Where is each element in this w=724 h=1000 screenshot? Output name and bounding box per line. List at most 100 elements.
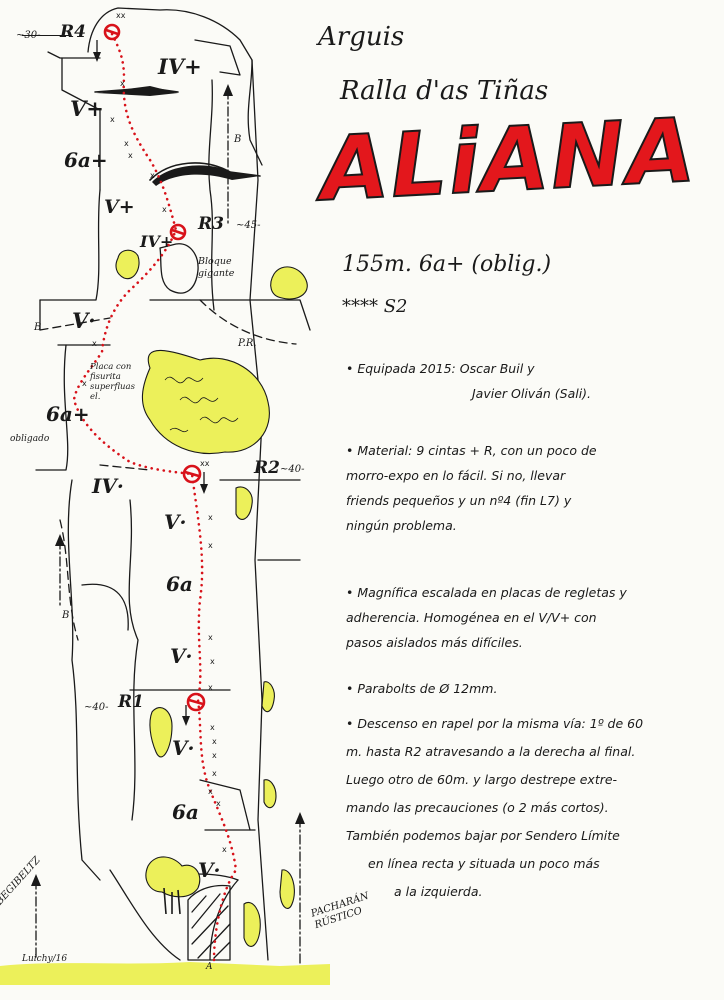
bush	[243, 902, 261, 947]
bush	[279, 869, 295, 909]
grade-label: IV+	[158, 54, 202, 79]
rock-outline	[149, 299, 311, 331]
rock-outline	[209, 879, 239, 961]
rock-outline	[39, 189, 101, 301]
rock-outline	[208, 79, 215, 311]
bush	[235, 486, 253, 520]
svg-text:x: x	[208, 513, 213, 522]
svg-text:x: x	[162, 205, 167, 214]
svg-text:x: x	[128, 151, 133, 160]
svg-text:x: x	[208, 683, 213, 692]
grade-label: V·	[164, 510, 187, 534]
rock-outline	[194, 39, 241, 76]
belay-label-r1: R1	[118, 692, 144, 712]
ledge-line	[39, 317, 111, 331]
ledge-line	[99, 464, 151, 471]
route-rating: **** S2	[342, 296, 408, 317]
info-line: m. hasta R2 atravesando a la derecha al …	[346, 744, 636, 759]
hatched-pillar	[187, 884, 231, 961]
rock-outline	[81, 583, 129, 631]
svg-text:x: x	[150, 171, 155, 180]
svg-text:xx: xx	[200, 459, 210, 468]
svg-text:x: x	[208, 787, 213, 796]
ground-yellow	[0, 962, 330, 985]
svg-text:x: x	[212, 751, 217, 760]
sector-title: Ralla d'as Tiñas	[340, 76, 549, 106]
info-equipado: • Equipada 2015: Oscar Buil y Javier Oli…	[346, 356, 706, 406]
grade-label: 6a+	[46, 402, 90, 426]
bush	[141, 349, 270, 455]
belay-label-r4: R4	[60, 22, 86, 42]
svg-text:x: x	[210, 723, 215, 732]
bush	[145, 856, 201, 898]
svg-text:x: x	[216, 799, 221, 808]
obligado-label: obligado	[10, 434, 50, 444]
grade-label: IV·	[92, 474, 124, 498]
rock-outline	[87, 7, 263, 166]
info-line: Luego otro de 60m. y largo destrepe extr…	[346, 772, 618, 787]
info-line: • Parabolts de Ø 12mm.	[346, 681, 498, 696]
rock-outline	[67, 479, 101, 881]
grade-label: IV+	[140, 232, 174, 251]
info-line: • Material: 9 cintas + R, con un poco de	[346, 443, 597, 458]
note-b: B	[62, 610, 70, 621]
grade-label: V·	[72, 308, 96, 333]
anchor-r2	[182, 464, 202, 484]
belay-length: ~40-	[84, 702, 109, 713]
grade-label: V+	[104, 196, 135, 218]
note-bloque-gigante: Bloque gigante	[198, 256, 235, 279]
rock-outline	[109, 869, 181, 961]
info-line: a la izquierda.	[394, 884, 483, 899]
anchor-r4	[103, 23, 121, 41]
grade-label: V·	[172, 736, 195, 760]
belay-length: ~45-	[236, 220, 261, 231]
svg-text:x: x	[210, 657, 215, 666]
svg-text:x: x	[92, 339, 97, 348]
rock-outline	[199, 779, 251, 831]
info-line: • Descenso en rapel por la misma vía: 1º…	[346, 716, 644, 731]
route-name-title: ALiANA	[317, 97, 700, 222]
note-pr: P.R.	[238, 338, 257, 349]
belay-label-r3: R3	[198, 214, 224, 234]
info-line: mando las precauciones (o 2 más cortos).	[346, 800, 609, 815]
bush	[270, 266, 308, 300]
svg-text:x: x	[212, 737, 217, 746]
bush	[261, 681, 275, 713]
rock-outline	[61, 57, 101, 191]
info-line: en línea recta y situada un poco más	[368, 856, 600, 871]
grade-label: 6a	[172, 800, 199, 824]
note-placa: Placa con fisurita superfluas el.	[90, 362, 135, 402]
giant-block	[159, 243, 199, 294]
info-line: pasos aislados más difíciles.	[346, 635, 523, 650]
info-line: morro-expo en lo fácil. Si no, llevar	[346, 468, 566, 483]
ledge-line	[59, 519, 79, 641]
signature: Luichy/16	[22, 954, 68, 964]
rock-outline	[47, 51, 101, 59]
bush	[115, 249, 140, 280]
rock-outline	[249, 59, 269, 961]
info-line: Javier Oliván (Sali).	[472, 386, 592, 401]
svg-text:x: x	[82, 379, 87, 388]
svg-text:xx: xx	[116, 11, 126, 20]
grade-label: V+	[70, 96, 104, 121]
anchor-r1	[186, 692, 206, 712]
note-b: B	[34, 322, 42, 333]
grade-label: V·	[170, 644, 193, 668]
svg-text:x: x	[110, 115, 115, 124]
grade-label: 6a+	[64, 148, 108, 172]
belay-length: ~40-	[280, 464, 305, 475]
svg-text:x: x	[208, 541, 213, 550]
belay-label-r2: R2	[254, 458, 280, 478]
bush	[149, 707, 173, 758]
note-b: B	[234, 134, 242, 145]
info-line: ningún problema.	[346, 518, 457, 533]
route-stats: 155m. 6a+ (oblig.)	[342, 252, 552, 277]
location-title: Arguis	[318, 22, 405, 52]
info-escalada: • Magnífica escalada en placas de reglet…	[346, 580, 706, 655]
info-descenso: • Descenso en rapel por la misma vía: 1º…	[346, 710, 706, 906]
svg-text:x: x	[120, 79, 125, 88]
info-line: • Equipada 2015: Oscar Buil y	[346, 361, 535, 376]
rock-outline	[35, 344, 69, 471]
